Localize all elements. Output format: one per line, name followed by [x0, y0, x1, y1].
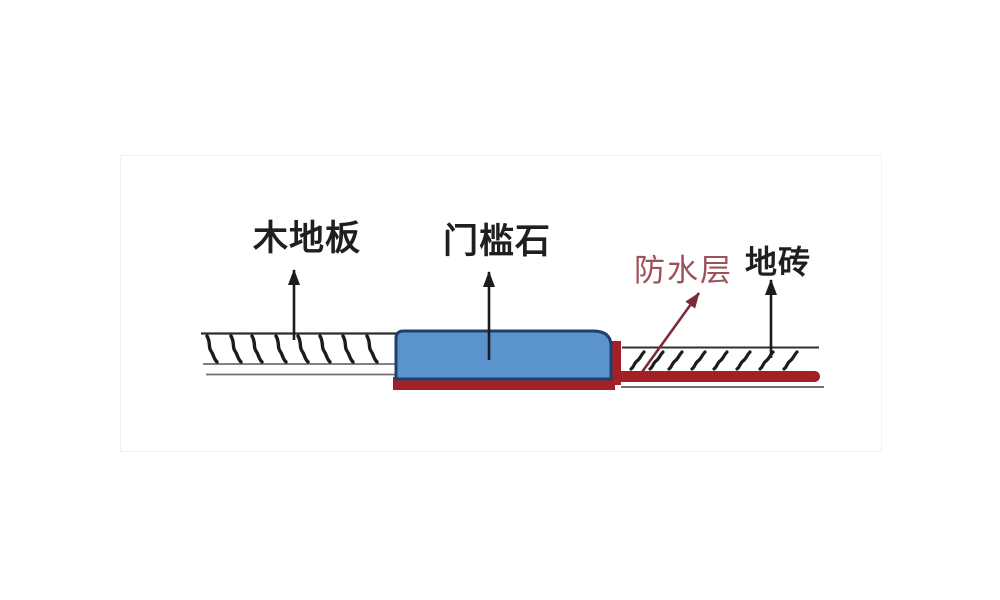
- threshold-stone-label: 门槛石: [443, 222, 552, 261]
- floor-tile-section: [621, 346, 824, 388]
- callout-arrows: [288, 269, 777, 373]
- hatch-mark: [629, 350, 646, 371]
- floor-tile-label: 地砖: [745, 244, 812, 280]
- hatch-mark: [648, 350, 665, 371]
- hatch-mark: [205, 334, 219, 364]
- hatch-mark: [712, 350, 729, 371]
- wood-floor-label: 木地板: [253, 219, 362, 258]
- waterproof-layer-label: 防水层: [634, 253, 733, 288]
- waterproof-layer-arrow: [640, 292, 701, 373]
- hatch-mark: [365, 334, 379, 364]
- hatch-mark: [341, 334, 355, 364]
- threshold-stone-block: [394, 329, 613, 381]
- hatch-mark: [274, 334, 288, 364]
- hatch-mark: [296, 334, 310, 364]
- hatch-mark: [690, 350, 707, 371]
- hatch-mark: [735, 350, 752, 371]
- hatch-mark: [250, 334, 264, 364]
- hatch-mark: [229, 334, 243, 364]
- hatch-mark: [318, 334, 332, 364]
- wood-floor-section: [201, 332, 396, 376]
- waterproof-under-tile: [616, 371, 820, 382]
- hatch-mark: [782, 350, 799, 371]
- photo-frame: [120, 155, 882, 452]
- wood-floor-hatching: [205, 334, 379, 364]
- hatch-mark: [667, 350, 684, 371]
